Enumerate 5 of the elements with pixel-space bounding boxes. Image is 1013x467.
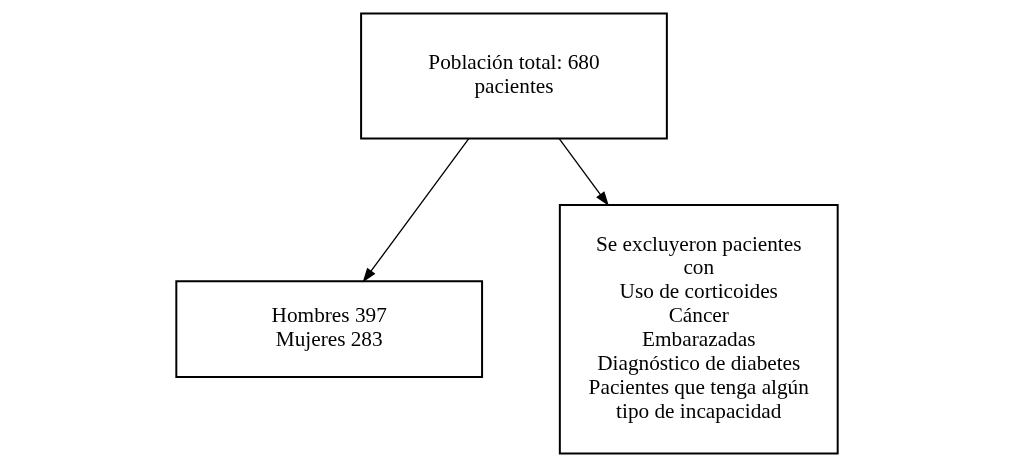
arrow — [558, 137, 609, 207]
arrow — [362, 137, 469, 283]
node-box: Población total: 680 pacientes — [359, 12, 668, 140]
node-box: Se excluyeron pacientes con Uso de corticoides Cáncer Embarazadas Diagnóstico de diabetes Pacientes que tenga algún tipo de incapacidad — [558, 203, 839, 455]
node-box: Hombres 397 Mujeres 283 — [174, 280, 483, 379]
